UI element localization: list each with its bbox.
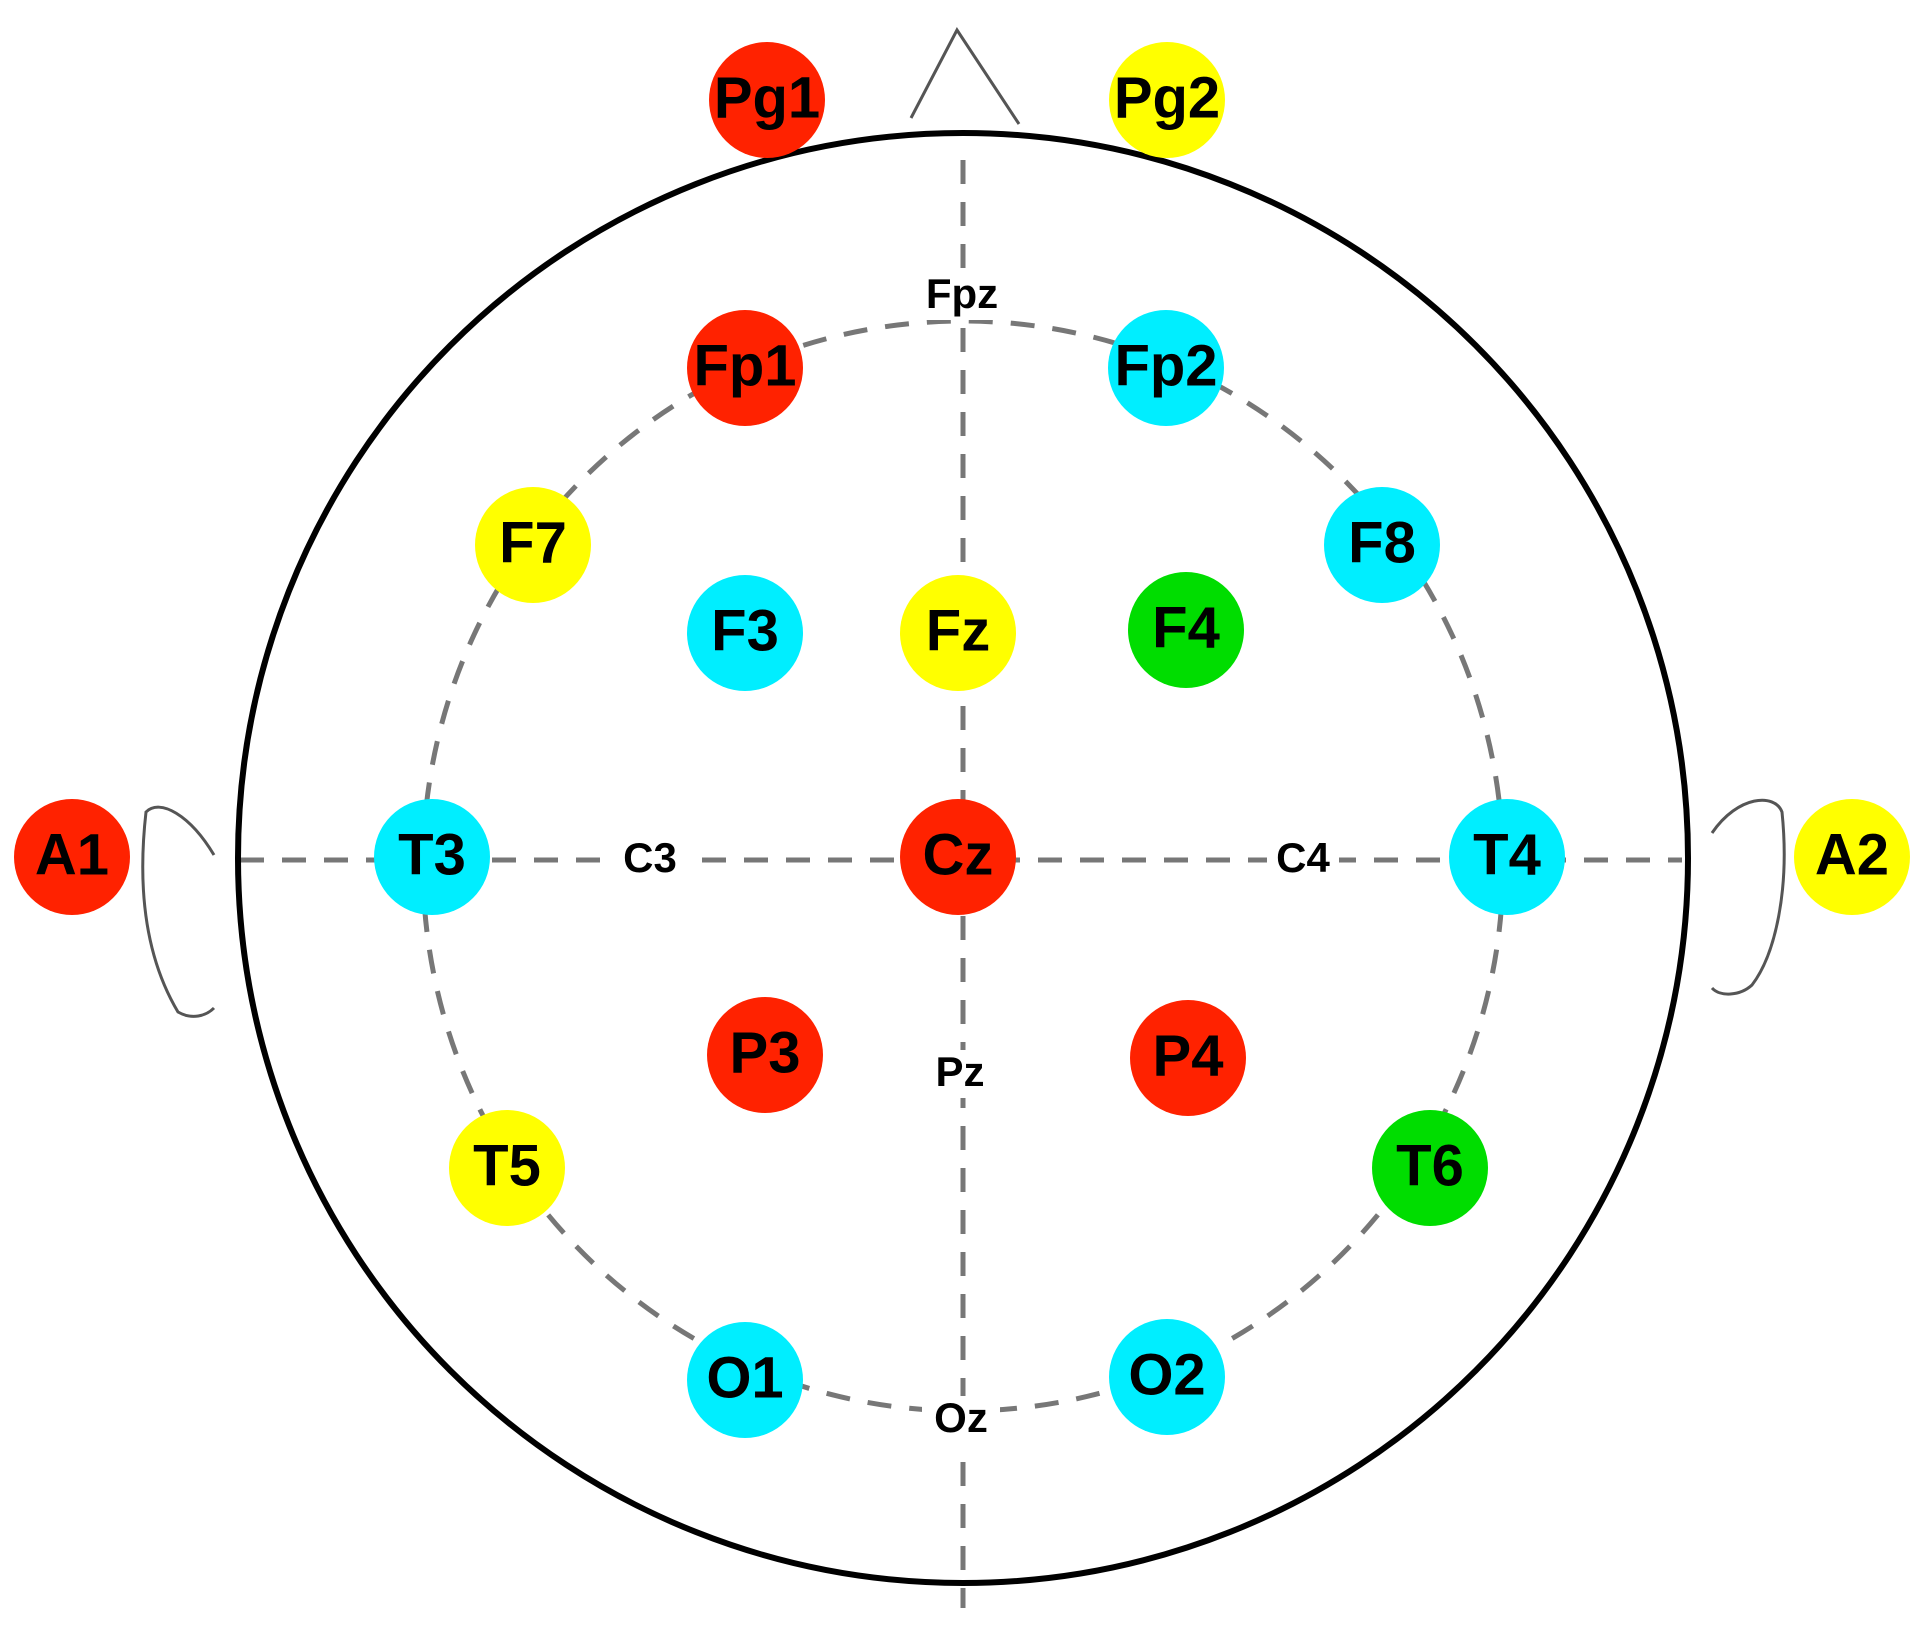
electrode-label: Pg2 [1114, 65, 1220, 130]
c4-label-backing [1267, 835, 1339, 883]
right-ear-icon [1710, 798, 1786, 996]
electrode-label: Cz [923, 822, 994, 887]
electrode-dot [900, 575, 1016, 691]
electrode-dot [1794, 799, 1910, 915]
electrode-label: T6 [1396, 1133, 1464, 1198]
position-label-pz: Pz [935, 1048, 984, 1095]
c3-label-backing [614, 835, 686, 883]
electrode-label: O2 [1128, 1342, 1205, 1407]
electrode-dot [14, 799, 130, 915]
position-label-c3: C3 [623, 834, 677, 881]
plain-labels: Fpz C3 C4 Pz Oz [614, 270, 1339, 1444]
electrode-fp2[interactable]: Fp2 [1108, 310, 1224, 426]
electrode-a1[interactable]: A1 [14, 799, 130, 915]
electrode-pg1[interactable]: Pg1 [709, 42, 825, 158]
position-label-oz: Oz [934, 1394, 988, 1441]
electrode-label: Fz [926, 598, 990, 663]
electrode-dot [707, 997, 823, 1113]
electrode-label: T4 [1473, 822, 1541, 887]
electrode-label: Fp2 [1114, 333, 1217, 398]
fpz-label-backing [916, 272, 1008, 320]
electrode-p4[interactable]: P4 [1130, 1000, 1246, 1116]
electrode-label: F8 [1348, 510, 1416, 575]
electrode-cz[interactable]: Cz [900, 799, 1016, 915]
electrode-dot [475, 487, 591, 603]
electrode-dot [687, 1322, 803, 1438]
electrode-label: T5 [473, 1133, 541, 1198]
electrode-dot [709, 42, 825, 158]
electrode-label: F3 [711, 598, 779, 663]
electrode-dot [1109, 1319, 1225, 1435]
electrode-label: A1 [35, 822, 109, 887]
electrode-pg2[interactable]: Pg2 [1109, 42, 1225, 158]
electrode-label: P3 [730, 1020, 801, 1085]
electrode-dot [1130, 1000, 1246, 1116]
electrode-dot [1109, 42, 1225, 158]
electrode-f7[interactable]: F7 [475, 487, 591, 603]
electrode-t5[interactable]: T5 [449, 1110, 565, 1226]
electrode-o2[interactable]: O2 [1109, 1319, 1225, 1435]
electrode-label: Fp1 [693, 333, 796, 398]
position-label-fpz: Fpz [926, 270, 998, 317]
electrode-dot [1324, 487, 1440, 603]
electrode-p3[interactable]: P3 [707, 997, 823, 1113]
electrode-f4[interactable]: F4 [1128, 572, 1244, 688]
electrode-dot [374, 799, 490, 915]
nose-icon [909, 27, 1021, 125]
electrodes: Pg1 Pg2 Fp1 Fp2 F7 F8 F3 Fz [14, 42, 1910, 1438]
electrode-dot [687, 575, 803, 691]
electrode-label: F7 [499, 510, 567, 575]
electrode-t4[interactable]: T4 [1449, 799, 1565, 915]
electrode-dot [1449, 799, 1565, 915]
electrode-a2[interactable]: A2 [1794, 799, 1910, 915]
oz-label-backing [922, 1396, 1000, 1444]
electrode-t3[interactable]: T3 [374, 799, 490, 915]
electrode-dot [900, 799, 1016, 915]
electrode-label: F4 [1152, 595, 1220, 660]
electrode-o1[interactable]: O1 [687, 1322, 803, 1438]
electrode-label: Pg1 [714, 65, 820, 130]
electrode-label: T3 [398, 822, 466, 887]
electrode-f8[interactable]: F8 [1324, 487, 1440, 603]
electrode-dot [1372, 1110, 1488, 1226]
electrode-dot [1128, 572, 1244, 688]
electrode-dot [449, 1110, 565, 1226]
electrode-label: A2 [1815, 822, 1889, 887]
head-outline [235, 130, 1691, 1586]
pz-label-backing [926, 1050, 994, 1098]
electrode-dot [687, 310, 803, 426]
electrode-fp1[interactable]: Fp1 [687, 310, 803, 426]
electrode-label: O1 [706, 1345, 783, 1410]
position-label-c4: C4 [1276, 834, 1330, 881]
electrode-label: P4 [1153, 1023, 1224, 1088]
electrode-t6[interactable]: T6 [1372, 1110, 1488, 1226]
electrode-fz[interactable]: Fz [900, 575, 1016, 691]
left-ear-icon [141, 805, 216, 1018]
electrode-f3[interactable]: F3 [687, 575, 803, 691]
electrode-dot [1108, 310, 1224, 426]
